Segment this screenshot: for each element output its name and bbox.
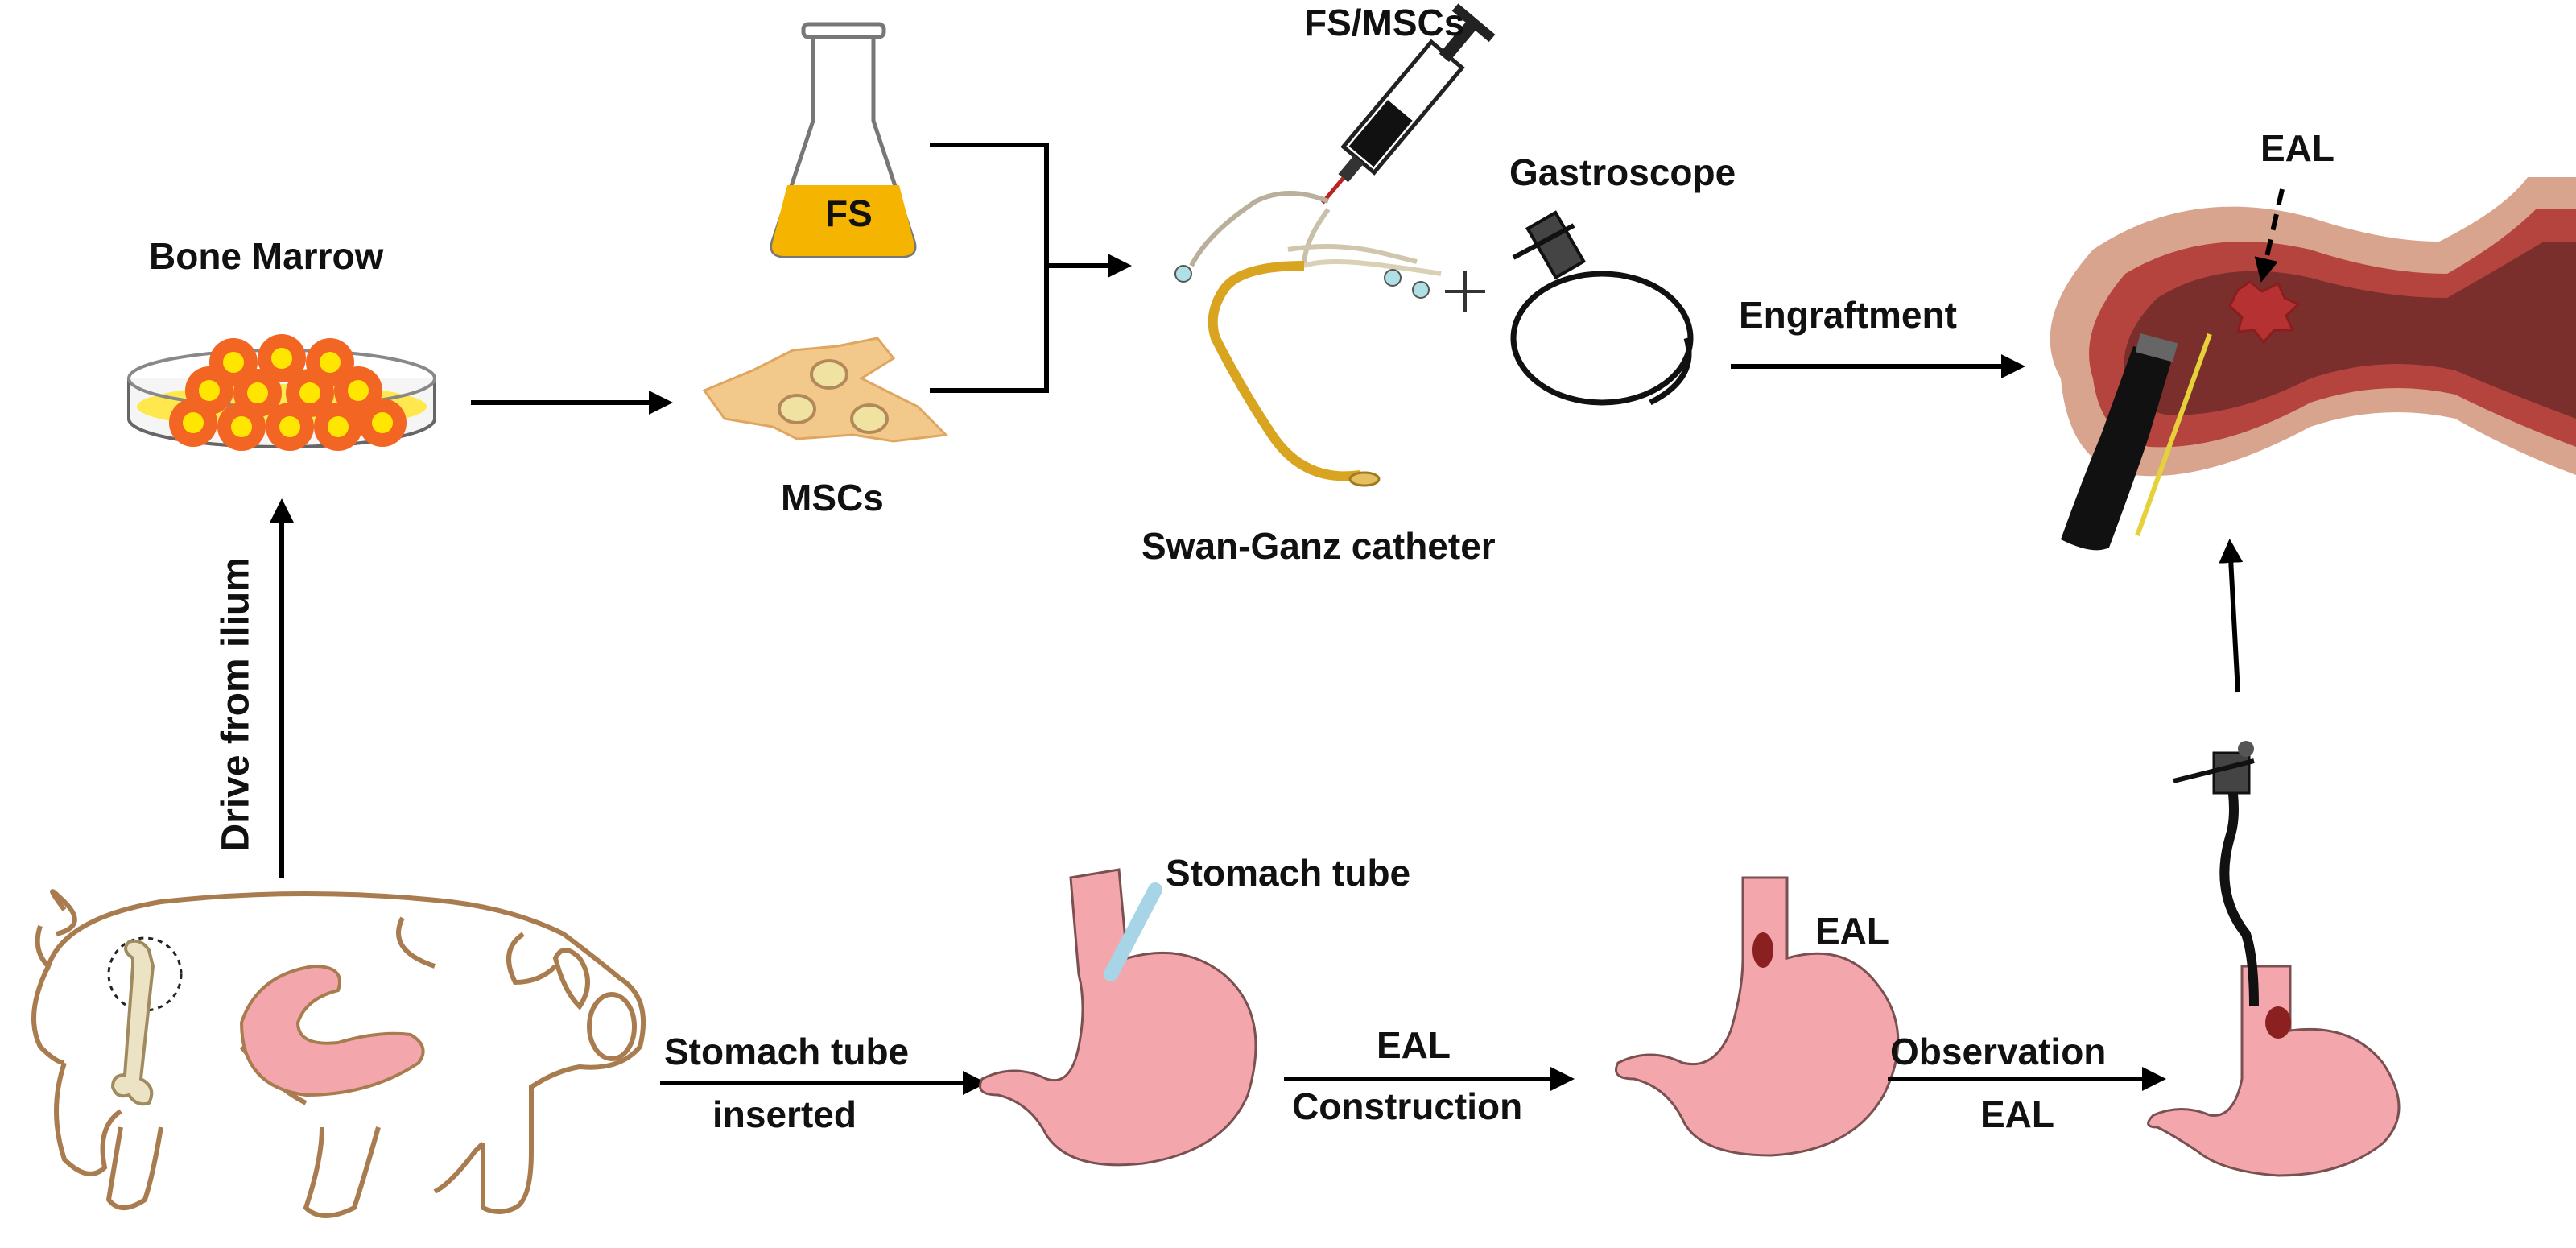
label-fs-mscs: FS/MSCs [1304, 2, 1465, 43]
swan-ganz-catheter-icon [1174, 191, 1442, 487]
label-engraftment: Engraftment [1739, 294, 1957, 336]
mscs-cells-icon [702, 337, 949, 443]
label-stomach-tube-inserted-1: Stomach tube [664, 1031, 910, 1072]
label-stomach-tube-inserted-2: inserted [712, 1093, 857, 1135]
syringe-icon [1320, 3, 1496, 205]
plus-icon [1445, 271, 1485, 312]
label-eal-construction-1: EAL [1377, 1024, 1451, 1066]
label-drive-from-ilium: Drive from ilium [214, 557, 258, 852]
label-gastroscope: Gastroscope [1509, 151, 1736, 193]
label-eal-top: EAL [2260, 127, 2334, 169]
pig-stomach-icon [239, 964, 425, 1097]
stomach-with-scope-icon [2147, 741, 2401, 1177]
stomach-with-eal-icon [1615, 876, 1900, 1157]
label-swan-ganz-catheter: Swan-Ganz catheter [1141, 525, 1496, 567]
label-fs: FS [825, 192, 873, 234]
label-mscs: MSCs [781, 477, 884, 519]
pig-icon [31, 889, 646, 1218]
bone-marrow-cells [169, 334, 407, 451]
arrow-observe-up [2219, 539, 2244, 693]
label-observation-1: Observation [1890, 1031, 2107, 1072]
label-eal-stomach: EAL [1815, 910, 1889, 952]
label-bone-marrow: Bone Marrow [149, 235, 384, 277]
gastroscope-icon [1510, 210, 1694, 406]
label-stomach-tube: Stomach tube [1166, 852, 1411, 894]
esophagus-cross-section-icon [2050, 177, 2576, 551]
ilium-bone-icon [107, 936, 183, 1106]
petri-dish-icon [127, 334, 436, 451]
label-eal-construction-2: Construction [1292, 1085, 1523, 1127]
stomach-with-tube-icon [979, 868, 1257, 1167]
flask-icon [770, 22, 917, 258]
label-observation-2: EAL [1980, 1093, 2054, 1135]
merge-bracket [930, 143, 1132, 393]
